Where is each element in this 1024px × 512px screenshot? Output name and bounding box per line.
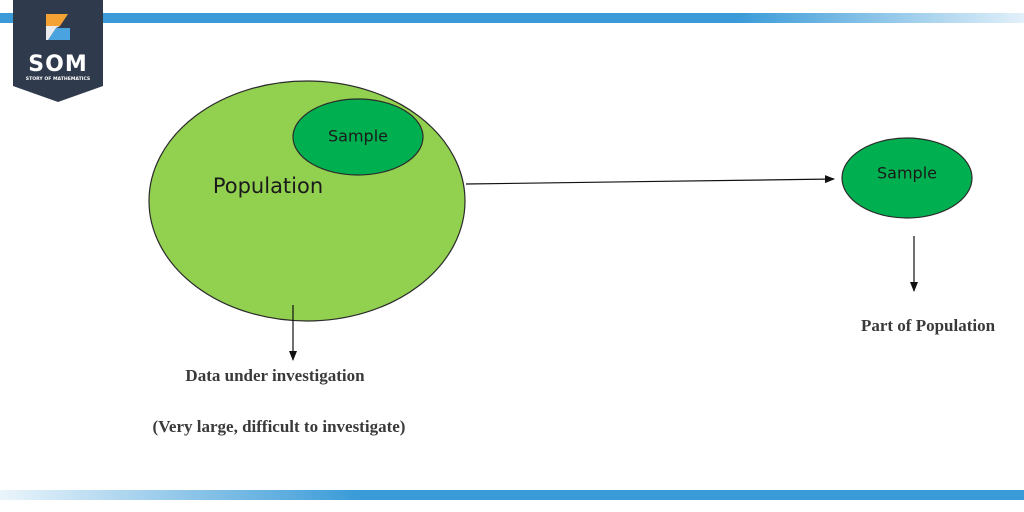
population-caption: Data under investigation	[185, 366, 365, 385]
inner-sample-circle	[292, 98, 424, 176]
population-note: (Very large, difficult to investigate)	[153, 417, 406, 436]
outer-sample-circle	[841, 137, 973, 219]
som-logo: SOM STORY OF MATHEMATICS	[13, 0, 103, 102]
inner-sample-label: Sample	[328, 127, 388, 146]
outer-sample-label: Sample	[877, 164, 937, 183]
population-to-sample-arrow	[465, 175, 835, 185]
logo-abbreviation: SOM	[28, 52, 87, 77]
logo-fullname: STORY OF MATHEMATICS	[26, 76, 90, 82]
bottom-accent-bar	[0, 490, 1024, 500]
logo-badge-shape	[13, 0, 103, 102]
population-label: Population	[213, 174, 323, 198]
top-accent-bar	[0, 13, 1024, 23]
sample-caption: Part of Population	[861, 316, 996, 335]
logo-s-mark-icon	[46, 14, 70, 40]
